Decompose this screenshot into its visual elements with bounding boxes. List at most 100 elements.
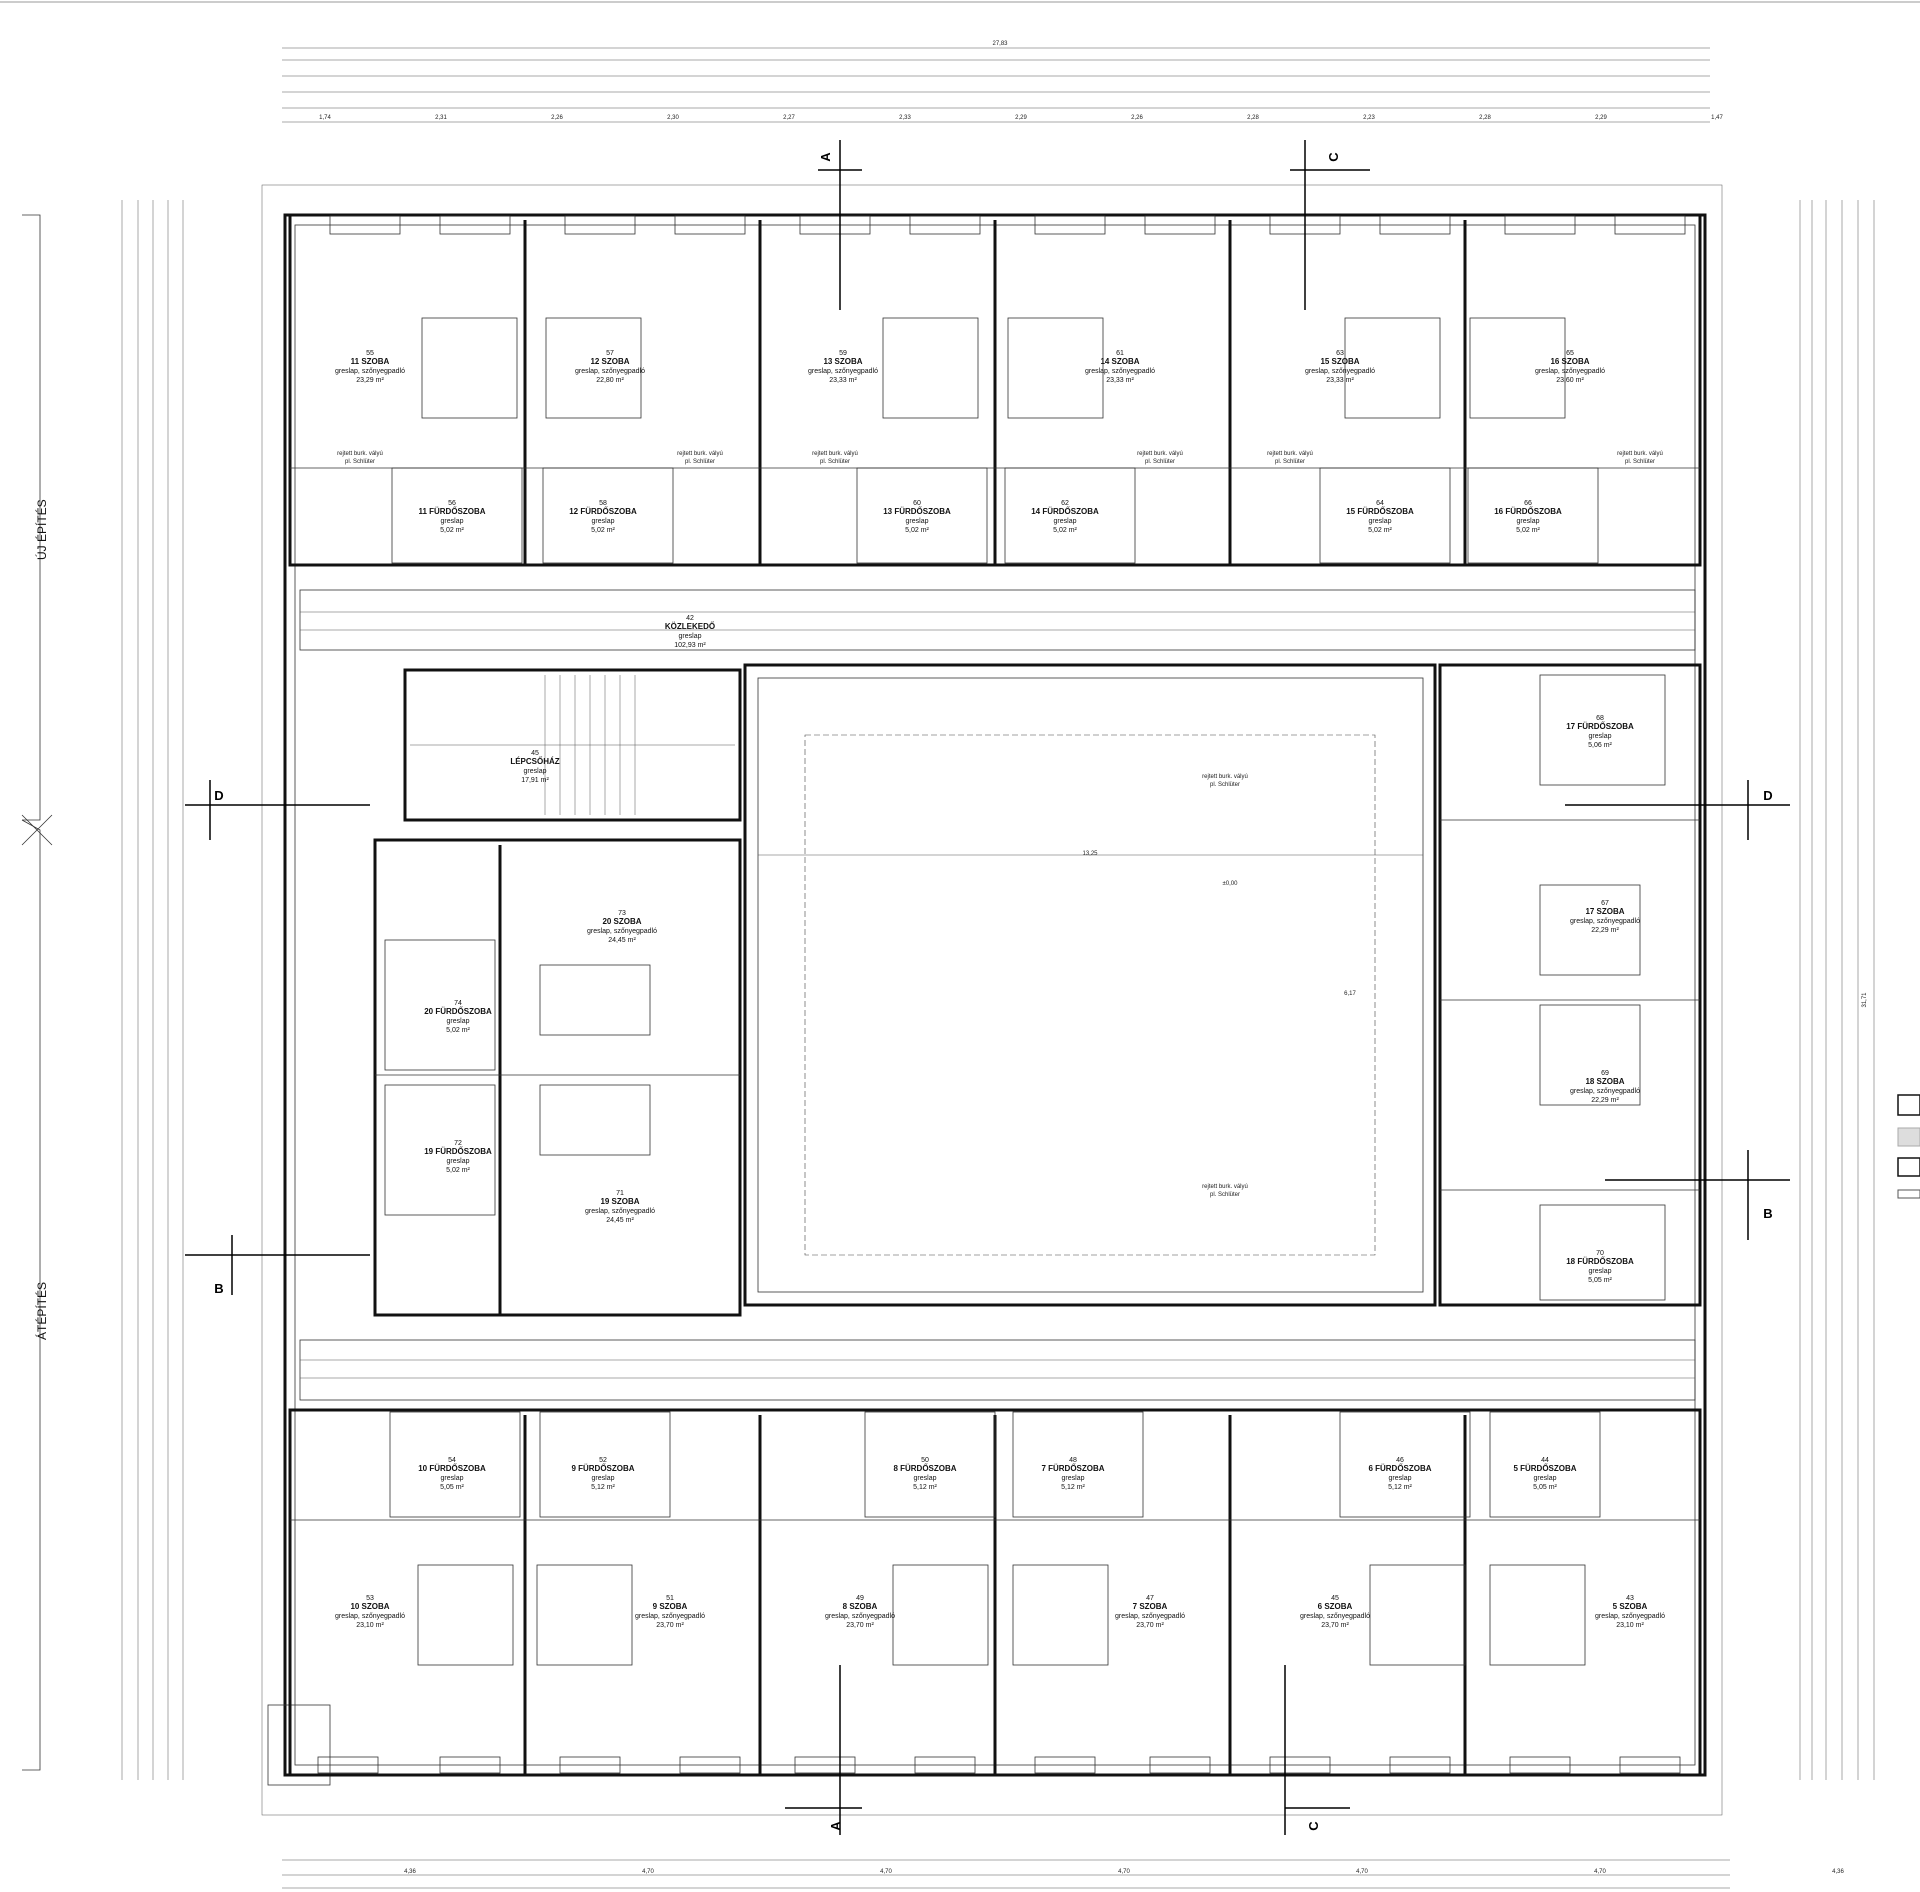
shower-note: pl. Schlüter: [1275, 459, 1305, 465]
shower-note: pl. Schlüter: [1145, 459, 1175, 465]
room-name: 8 SZOBA: [843, 1602, 878, 1611]
stair-finish: greslap: [524, 768, 547, 775]
room-name: 6 SZOBA: [1318, 1602, 1353, 1611]
bottom-dim-value: 4,70: [1118, 1869, 1130, 1875]
bottom-dim-value: 4,70: [642, 1869, 654, 1875]
bathroom-name: 14 FÜRDŐSZOBA: [1031, 507, 1099, 516]
bathroom-name: 13 FÜRDŐSZOBA: [883, 507, 951, 516]
corridor-finish: greslap: [679, 633, 702, 640]
bathroom-finish: greslap: [441, 1475, 464, 1482]
room-name: 7 SZOBA: [1133, 1602, 1168, 1611]
shower-note: rejtett burk. vályú: [337, 451, 383, 457]
bottom-dim-value: 4,36: [1832, 1869, 1844, 1875]
bathroom-area: 5,02 m²: [446, 1027, 470, 1034]
shower-note: rejtett burk. vályú: [1137, 451, 1183, 457]
west-wing: [373, 838, 742, 1317]
room-finish: greslap, szőnyegpadló: [587, 928, 657, 935]
side-dimension-chains: 31,71: [121, 200, 1875, 1780]
bathroom-no: 68: [1596, 715, 1604, 722]
section-a-top: A: [818, 152, 833, 162]
room-name: 9 SZOBA: [653, 1602, 688, 1611]
room-no: 61: [1116, 350, 1124, 357]
bathroom-finish: greslap: [592, 518, 615, 525]
top-dim-value: 2,31: [435, 115, 447, 121]
bathroom-finish: greslap: [1389, 1475, 1412, 1482]
room-area: 23,33 m²: [1106, 377, 1134, 384]
bathroom-finish: greslap: [1054, 518, 1077, 525]
bathroom-no: 58: [599, 500, 607, 507]
left-bracket: [21, 214, 53, 1771]
room-name: 18 SZOBA: [1585, 1077, 1624, 1086]
bathroom-name: 18 FÜRDŐSZOBA: [1566, 1257, 1634, 1266]
top-dim-value: 1,74: [319, 115, 331, 121]
room-name: 17 SZOBA: [1585, 907, 1624, 916]
top-dimension-chains: 27,83: [282, 41, 1710, 123]
bathroom-finish: greslap: [1589, 733, 1612, 740]
bottom-corridor: [299, 1339, 1696, 1401]
bathroom-finish: greslap: [1534, 1475, 1557, 1482]
top-dim-value: 2,26: [1131, 115, 1143, 121]
section-b-left: B: [214, 1281, 223, 1296]
section-c-top: C: [1326, 152, 1341, 162]
room-area: 23,10 m²: [356, 1622, 384, 1629]
top-dim-value: 2,33: [899, 115, 911, 121]
courtyard-dim: 13,25: [1082, 851, 1098, 857]
section-c-bottom: C: [1306, 1821, 1321, 1831]
shower-note: pl. Schlüter: [1210, 782, 1240, 788]
corridor-name: KÖZLEKEDŐ: [665, 622, 715, 631]
shower-note: rejtett burk. vályú: [1267, 451, 1313, 457]
room-finish: greslap, szőnyegpadló: [1085, 368, 1155, 375]
room-area: 23,10 m²: [1616, 1622, 1644, 1629]
room-no: 47: [1146, 1595, 1154, 1602]
room-area: 22,29 m²: [1591, 1097, 1619, 1104]
bathroom-name: 11 FÜRDŐSZOBA: [418, 507, 485, 516]
room-name: 14 SZOBA: [1100, 357, 1139, 366]
stair-area: 17,91 m²: [521, 777, 549, 784]
top-dim-value: 2,26: [551, 115, 563, 121]
room-finish: greslap, szőnyegpadló: [1300, 1613, 1370, 1620]
room-no: 51: [666, 1595, 674, 1602]
room-finish: greslap, szőnyegpadló: [335, 1613, 405, 1620]
top-wing: [288, 213, 1702, 567]
bathroom-name: 10 FÜRDŐSZOBA: [418, 1464, 486, 1473]
bathroom-finish: greslap: [1589, 1268, 1612, 1275]
bathroom-area: 5,02 m²: [905, 527, 929, 534]
room-no: 65: [1566, 350, 1574, 357]
bathroom-area: 5,02 m²: [1516, 527, 1540, 534]
bathroom-area: 5,02 m²: [591, 527, 615, 534]
shower-note: rejtett burk. vályú: [1202, 1184, 1248, 1190]
section-a-bottom: A: [828, 1821, 843, 1831]
overall-height-dim: 31,71: [1862, 992, 1868, 1008]
bottom-dim-value: 4,70: [1594, 1869, 1606, 1875]
room-area: 22,29 m²: [1591, 927, 1619, 934]
bathroom-area: 5,02 m²: [440, 527, 464, 534]
shower-note: rejtett burk. vályú: [677, 451, 723, 457]
room-name: 19 SZOBA: [600, 1197, 639, 1206]
room-no: 55: [366, 350, 374, 357]
overall-width-dim: 27,83: [992, 41, 1008, 47]
bottom-dim-value: 4,36: [404, 1869, 416, 1875]
top-dim-value: 2,27: [783, 115, 795, 121]
bathroom-finish: greslap: [592, 1475, 615, 1482]
bathroom-no: 66: [1524, 500, 1532, 507]
room-area: 22,80 m²: [596, 377, 624, 384]
top-dim-value: 2,29: [1015, 115, 1027, 121]
bathroom-area: 5,12 m²: [591, 1484, 615, 1491]
bathroom-finish: greslap: [1369, 518, 1392, 525]
section-cut-lines: [185, 140, 1790, 1835]
new-build-label: ÚJ ÉPÍTÉS: [34, 499, 49, 560]
stair-no: 45: [531, 750, 539, 757]
bathroom-area: 5,02 m²: [1368, 527, 1392, 534]
